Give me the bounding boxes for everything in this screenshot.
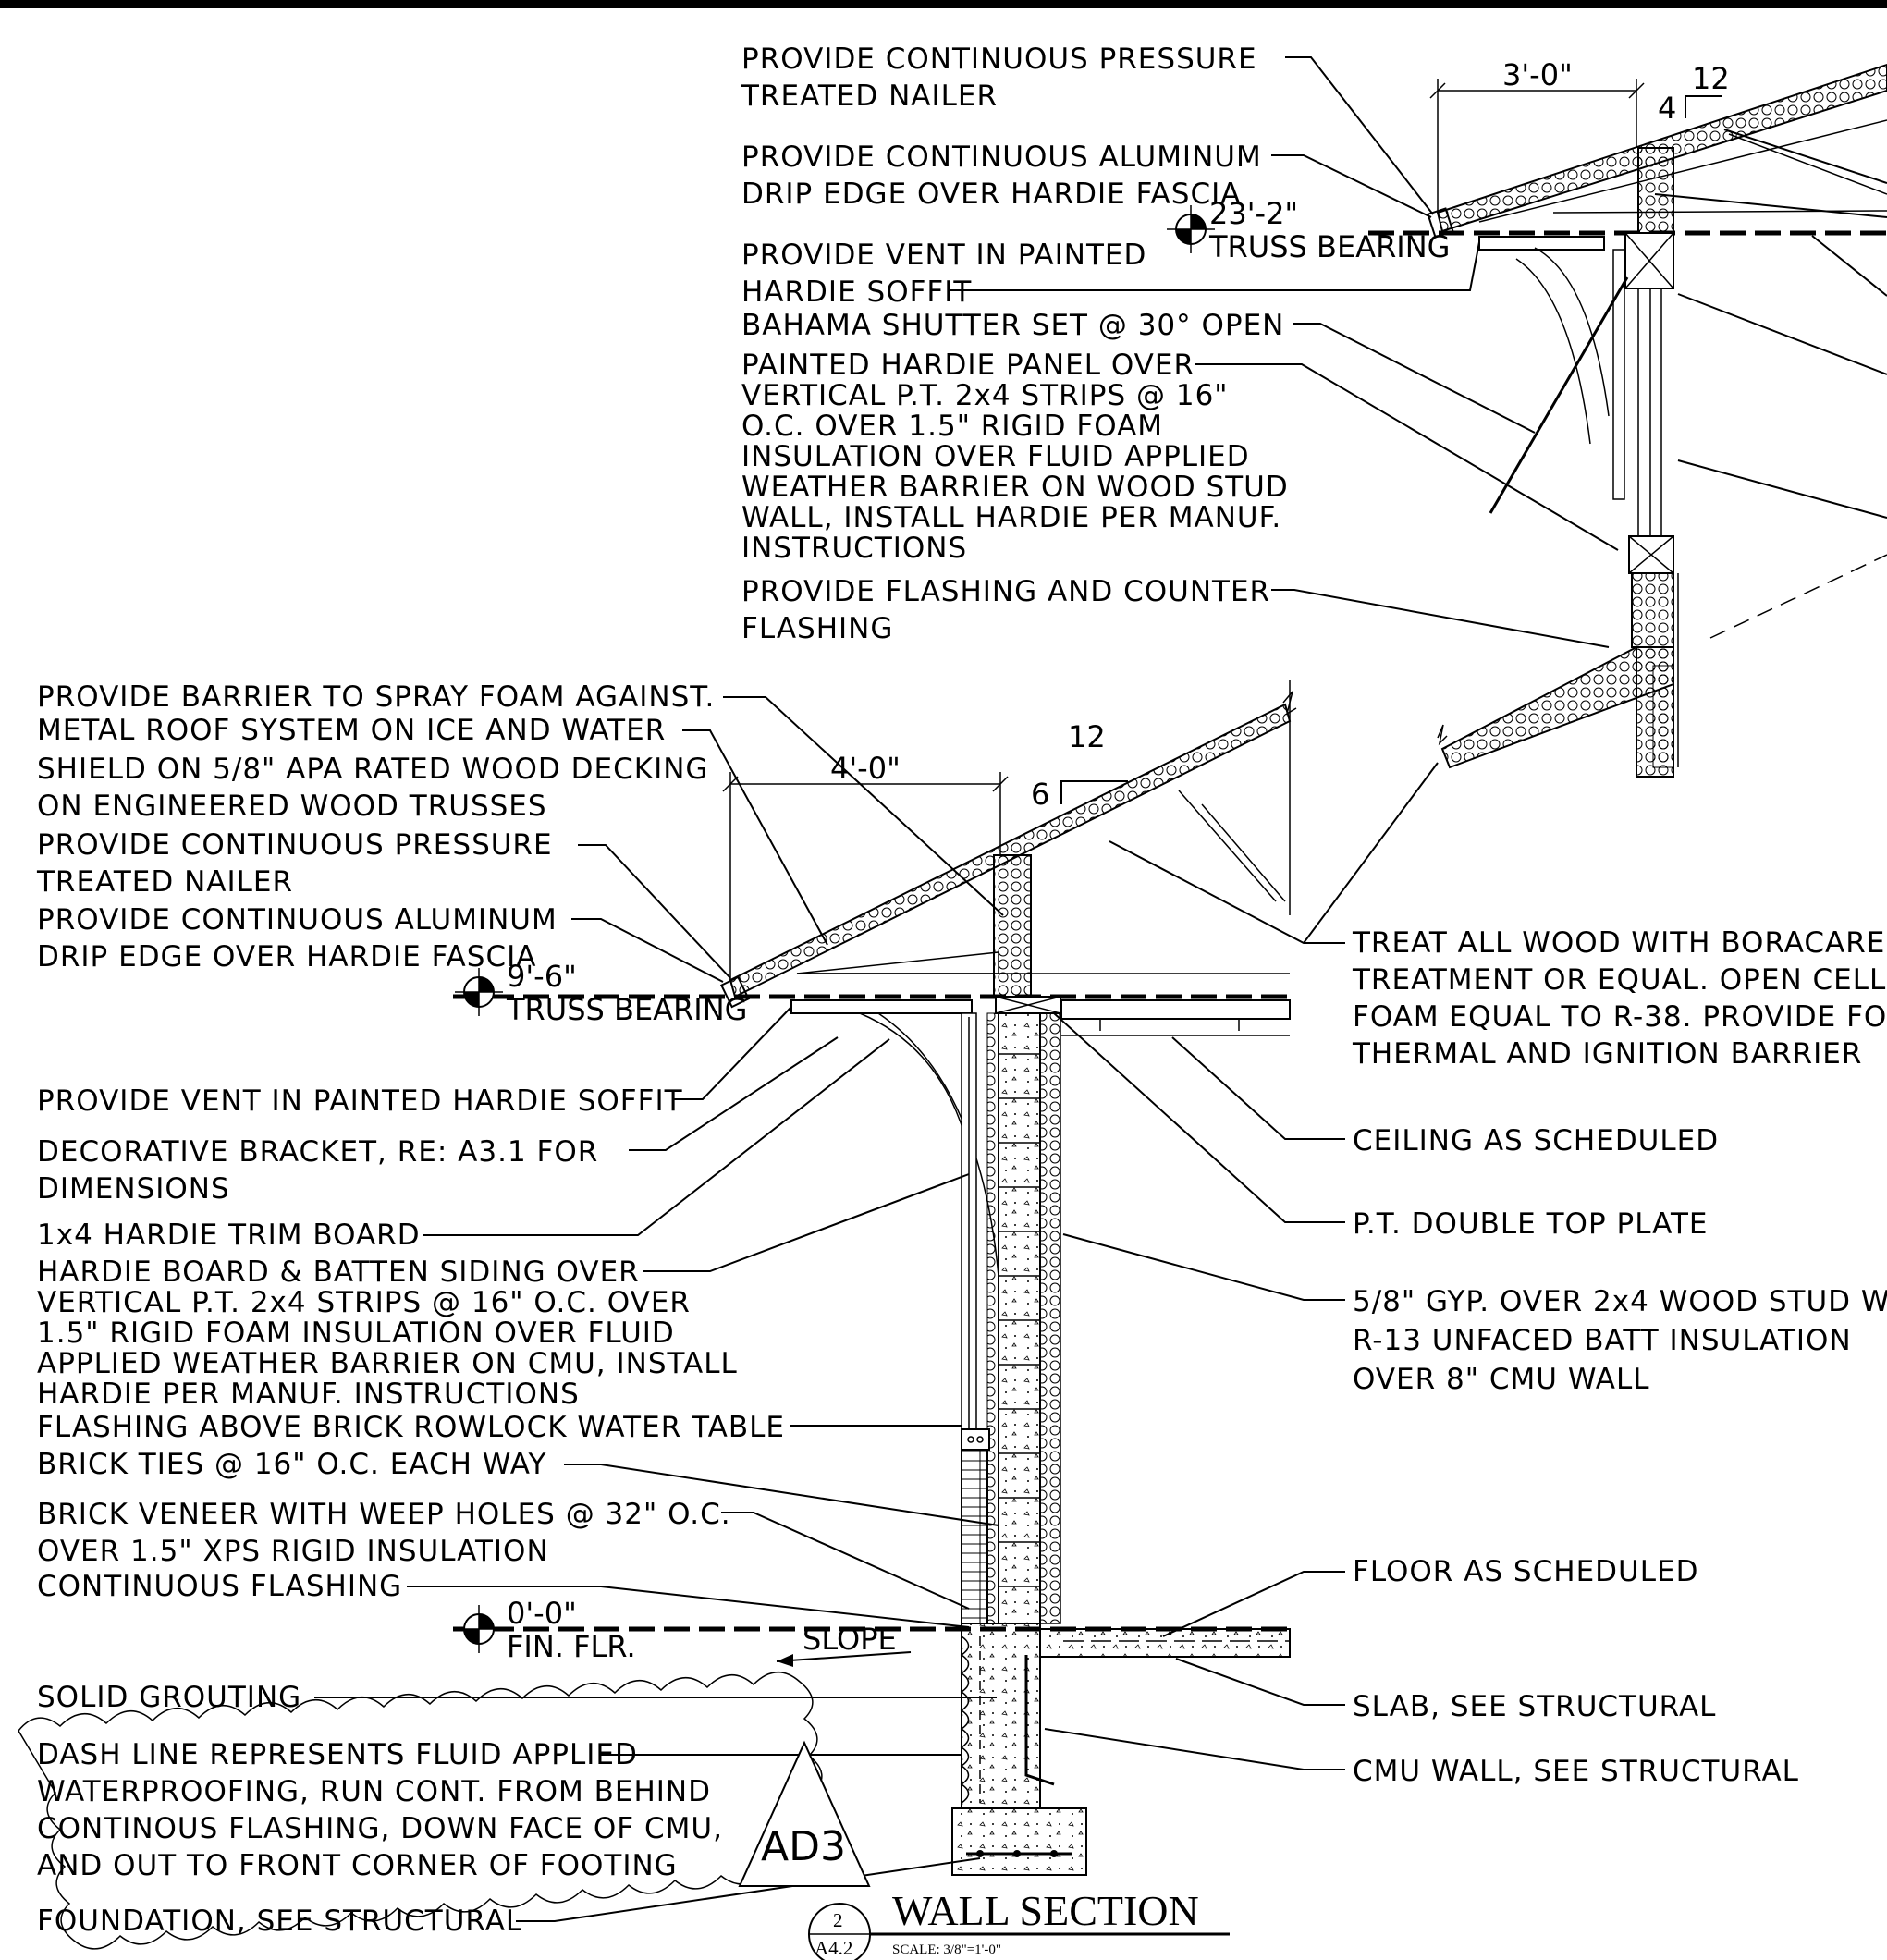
upper-pitch-symbol: 4 12	[1658, 61, 1730, 126]
sheet-top-border	[0, 0, 1887, 8]
note-cmu-wall: CMU WALL, SEE STRUCTURAL	[1353, 1755, 1799, 1788]
lower-truss-bearing-marker: 9'-6" TRUSS BEARING	[455, 959, 747, 1027]
revision-tag-label: AD3	[761, 1823, 846, 1870]
upper-note-hardie-panel: PAINTED HARDIE PANEL OVER VERTICAL P.T. …	[741, 349, 1299, 565]
upper-bearing-label: TRUSS BEARING	[1208, 229, 1450, 264]
finish-floor-marker: 0'-0" FIN. FLR. SLOPE	[455, 1596, 897, 1664]
note-spray-foam-barrier: PROVIDE BARRIER TO SPRAY FOAM AGAINST.	[37, 680, 715, 714]
upper-note-flashing: PROVIDE FLASHING AND COUNTER FLASHING	[741, 575, 1280, 645]
note-decorative-bracket: DECORATIVE BRACKET, RE: A3.1 FOR DIMENSI…	[37, 1135, 608, 1206]
detail-scale: SCALE: 3/8"=1'-0"	[892, 1942, 1001, 1957]
note-brick-ties: BRICK TIES @ 16" O.C. EACH WAY	[37, 1448, 547, 1481]
note-brick-veneer: BRICK VENEER WITH WEEP HOLES @ 32" O.C. …	[37, 1498, 741, 1568]
lower-overhang-value: 4'-0"	[830, 751, 901, 786]
upper-bearing-elevation: 23'-2"	[1209, 196, 1298, 231]
lower-pitch-symbol: 6 12	[1031, 719, 1128, 812]
upper-right-leaders	[1654, 129, 1887, 519]
upper-truss-bearing-marker: 23'-2" TRUSS BEARING	[1167, 196, 1450, 264]
lower-bearing-elevation: 9'-6"	[507, 959, 577, 994]
note-lower-drip-edge: PROVIDE CONTINUOUS ALUMINUM DRIP EDGE OV…	[37, 903, 568, 974]
title-block: 2 A4.2 WALL SECTION SCALE: 3/8"=1'-0"	[808, 1887, 1230, 1960]
upper-note-nailer: PROVIDE CONTINUOUS PRESSURE TREATED NAIL…	[741, 43, 1267, 113]
note-solid-grouting: SOLID GROUTING	[37, 1681, 301, 1714]
sheet-number: A4.2	[815, 1937, 852, 1959]
lower-pitch-run: 12	[1068, 719, 1106, 754]
upper-overhang-value: 3'-0"	[1502, 57, 1573, 92]
lower-wall-section	[453, 680, 1297, 1876]
note-ceiling: CEILING AS SCHEDULED	[1353, 1124, 1719, 1158]
note-floor: FLOOR AS SCHEDULED	[1353, 1555, 1698, 1588]
lower-left-notes: PROVIDE BARRIER TO SPRAY FOAM AGAINST. M…	[18, 680, 1004, 1950]
note-foundation: FOUNDATION, SEE STRUCTURAL	[37, 1905, 522, 1938]
detail-number: 2	[833, 1909, 843, 1931]
note-top-plate: P.T. DOUBLE TOP PLATE	[1353, 1207, 1709, 1241]
lower-pitch-rise: 6	[1031, 777, 1049, 812]
note-gyp-wall: 5/8" GYP. OVER 2x4 WOOD STUD W/ R-13 UNF…	[1353, 1285, 1887, 1396]
floor-label: FIN. FLR.	[507, 1629, 636, 1664]
note-continuous-flashing: CONTINUOUS FLASHING	[37, 1570, 402, 1603]
lower-overhang-dimension: 4'-0"	[722, 751, 1009, 980]
note-lower-vent-soffit: PROVIDE VENT IN PAINTED HARDIE SOFFIT	[37, 1084, 683, 1118]
note-boracare: TREAT ALL WOOD WITH BORACARE TREATMENT O…	[1352, 926, 1887, 1071]
note-board-batten: HARDIE BOARD & BATTEN SIDING OVER VERTIC…	[37, 1256, 748, 1411]
detail-title: WALL SECTION	[892, 1887, 1199, 1934]
upper-nailer	[1427, 207, 1454, 239]
note-flashing-water-table: FLASHING ABOVE BRICK ROWLOCK WATER TABLE	[37, 1411, 785, 1444]
lower-right-notes: TREAT ALL WOOD WITH BORACARE TREATMENT O…	[1044, 762, 1887, 1788]
note-trim-board: 1x4 HARDIE TRIM BOARD	[37, 1219, 421, 1252]
note-lower-nailer: PROVIDE CONTINUOUS PRESSURE TREATED NAIL…	[36, 828, 562, 899]
floor-elevation: 0'-0"	[507, 1596, 577, 1631]
upper-overhang-dimension: 3'-0"	[1429, 57, 1645, 213]
upper-note-drip-edge: PROVIDE CONTINUOUS ALUMINUM DRIP EDGE OV…	[741, 141, 1272, 211]
lower-bearing-label: TRUSS BEARING	[506, 992, 747, 1027]
slope-label: SLOPE	[803, 1622, 897, 1657]
upper-pitch-rise: 4	[1658, 91, 1676, 126]
revision-tag: AD3	[738, 1740, 871, 1887]
note-slab: SLAB, SEE STRUCTURAL	[1353, 1690, 1716, 1723]
note-metal-roof: METAL ROOF SYSTEM ON ICE AND WATER SHIEL…	[37, 714, 718, 823]
upper-notes: PROVIDE CONTINUOUS PRESSURE TREATED NAIL…	[741, 43, 1619, 648]
upper-note-vent-soffit: PROVIDE VENT IN PAINTED HARDIE SOFFIT	[741, 239, 1157, 309]
note-waterproofing: DASH LINE REPRESENTS FLUID APPLIED WATER…	[37, 1738, 733, 1882]
upper-pitch-run: 12	[1692, 61, 1730, 96]
upper-note-shutter: BAHAMA SHUTTER SET @ 30° OPEN	[741, 309, 1284, 342]
upper-wall-section	[1368, 63, 1887, 778]
